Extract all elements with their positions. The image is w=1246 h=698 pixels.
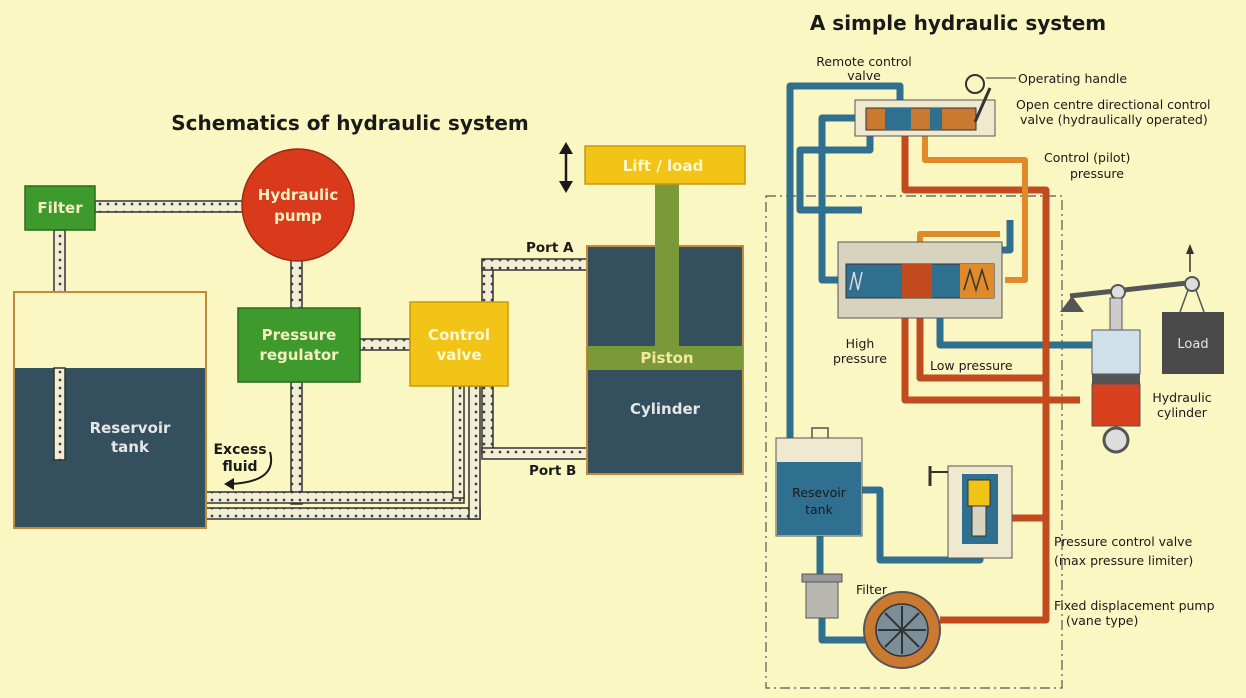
right-system: A simple hydraulic system: [765, 11, 1224, 689]
system-enclosure: [765, 195, 1063, 689]
right-reservoir-fluid: [777, 462, 861, 535]
high-pressure-label-line1: High: [846, 336, 875, 351]
hydraulic-cylinder-rod: [1109, 297, 1123, 335]
load-label: Load: [1177, 337, 1208, 352]
piston: [587, 346, 743, 370]
left-schematic: Schematics of hydraulic system: [13, 111, 746, 529]
reservoir-label-line1: Reservoir: [90, 419, 171, 437]
remote-valve-label-line1: Remote control: [816, 54, 912, 69]
control-valve-box: [409, 301, 509, 387]
port-a-label: Port A: [526, 240, 574, 256]
pilot-pressure-label-line1: Control (pilot): [1044, 150, 1130, 165]
reservoir-label-line2: tank: [111, 438, 150, 456]
lever-arm: [1069, 279, 1197, 299]
pressure-control-label-line2: (max pressure limiter): [1054, 553, 1193, 568]
control-valve-label-line2: valve: [437, 346, 482, 364]
low-pressure-label: Low pressure: [930, 358, 1013, 373]
right-title: A simple hydraulic system: [810, 11, 1106, 35]
hydraulic-cylinder-top: [1091, 329, 1141, 375]
reservoir-fluid: [15, 368, 205, 527]
pump-label-line2: pump: [274, 207, 322, 225]
regulator-label-line2: regulator: [259, 346, 339, 364]
pump-label-line1: Hydraulic: [258, 186, 338, 204]
right-reservoir-label-line2: tank: [805, 502, 833, 517]
hydraulic-cylinder-label-line1: Hydraulic: [1152, 390, 1211, 405]
pump-type-label-line1: Fixed displacement pump: [1054, 598, 1215, 613]
pilot-pressure-label-line2: pressure: [1070, 166, 1124, 181]
pressure-control-label-line1: Pressure control valve: [1054, 534, 1193, 549]
piston-rod: [655, 184, 679, 348]
hydraulic-pump: [241, 148, 355, 262]
excess-fluid-line2: fluid: [222, 459, 257, 475]
remote-valve-label-line2: valve: [847, 68, 881, 83]
right-reservoir-label-line1: Resevoir: [792, 485, 847, 500]
operating-handle-label: Operating handle: [1018, 71, 1127, 86]
left-title: Schematics of hydraulic system: [171, 111, 528, 135]
pressure-regulator-box: [237, 307, 361, 383]
high-pressure-label-line2: pressure: [833, 351, 887, 366]
remote-control-valve-spool: [865, 107, 977, 131]
operating-handle: [973, 87, 992, 123]
lift-load-box: [584, 145, 746, 185]
piston-label: Piston: [640, 349, 693, 367]
hydraulic-cylinder-bottom: [1091, 383, 1141, 427]
cylinder-label: Cylinder: [630, 400, 701, 418]
port-b-label: Port B: [529, 463, 576, 479]
control-valve-label-line1: Control: [428, 326, 490, 344]
filter-box: [24, 185, 96, 231]
directional-valve-label-line1: Open centre directional control: [1016, 97, 1211, 112]
lever-pivot: [1060, 296, 1084, 312]
load-box: [1162, 312, 1224, 374]
excess-fluid-arrow: [229, 451, 273, 485]
pump-type-label-line2: (vane type): [1066, 613, 1138, 628]
right-filter-label: Filter: [856, 582, 888, 597]
excess-fluid-line1: Excess: [213, 442, 266, 458]
lift-load-label: Lift / load: [623, 157, 704, 175]
filter-label: Filter: [37, 199, 83, 217]
lift-direction-arrow: [559, 142, 573, 193]
regulator-label-line1: Pressure: [262, 326, 337, 344]
hydraulic-cylinder-label-line2: cylinder: [1157, 405, 1208, 420]
directional-valve-label-line2: valve (hydraulically operated): [1020, 112, 1208, 127]
